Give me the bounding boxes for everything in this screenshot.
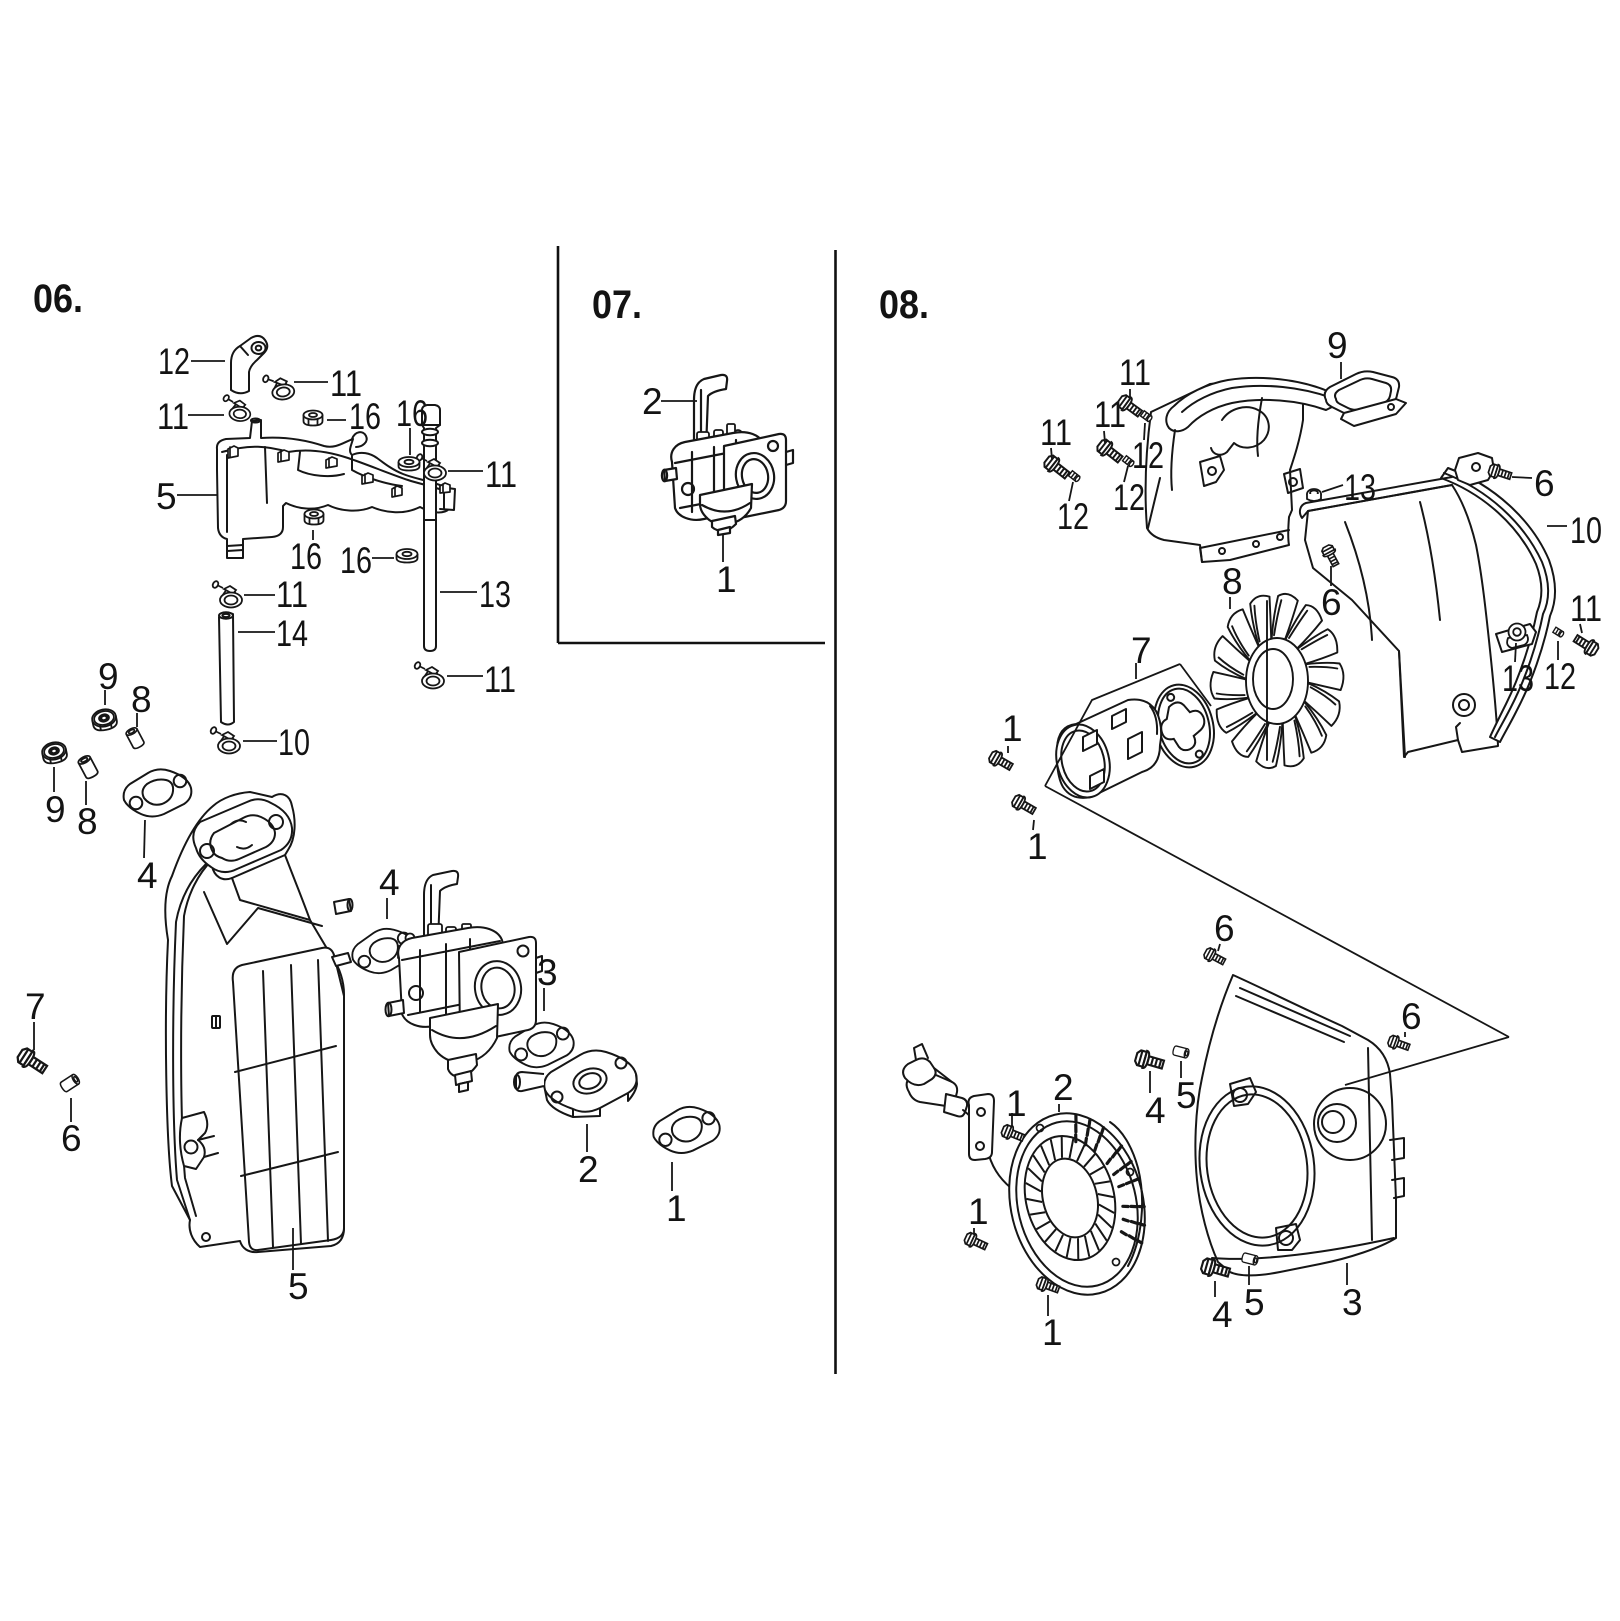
svg-text:1: 1 <box>716 559 737 600</box>
svg-text:11: 11 <box>484 659 516 700</box>
svg-text:8: 8 <box>77 801 98 842</box>
svg-text:10: 10 <box>1570 510 1602 551</box>
svg-text:3: 3 <box>537 952 558 993</box>
svg-text:6: 6 <box>61 1118 82 1159</box>
svg-text:7: 7 <box>25 986 46 1027</box>
svg-text:16: 16 <box>340 540 372 581</box>
svg-text:8: 8 <box>131 679 152 720</box>
svg-text:14: 14 <box>276 613 308 654</box>
svg-text:2: 2 <box>578 1149 599 1190</box>
svg-text:2: 2 <box>1053 1067 1074 1108</box>
svg-text:6: 6 <box>1534 463 1555 504</box>
svg-text:12: 12 <box>1544 656 1576 697</box>
svg-text:5: 5 <box>288 1266 309 1307</box>
svg-text:7: 7 <box>1131 630 1152 671</box>
svg-text:11: 11 <box>485 454 517 495</box>
svg-text:11: 11 <box>157 396 189 437</box>
svg-text:1: 1 <box>968 1191 989 1232</box>
svg-text:6: 6 <box>1321 582 1342 623</box>
svg-text:5: 5 <box>1176 1075 1197 1116</box>
svg-text:16: 16 <box>290 536 322 577</box>
svg-text:9: 9 <box>98 656 119 697</box>
svg-text:13: 13 <box>1502 658 1534 699</box>
svg-text:12: 12 <box>158 341 190 382</box>
svg-text:1: 1 <box>1042 1312 1063 1353</box>
svg-text:13: 13 <box>1344 467 1376 508</box>
svg-text:3: 3 <box>1342 1282 1363 1323</box>
svg-text:12: 12 <box>1113 477 1145 518</box>
svg-text:12: 12 <box>1057 496 1089 537</box>
svg-text:06.: 06. <box>33 277 83 321</box>
svg-text:2: 2 <box>642 381 663 422</box>
svg-text:1: 1 <box>1002 708 1023 749</box>
svg-text:9: 9 <box>45 789 66 830</box>
svg-text:10: 10 <box>278 722 310 763</box>
svg-text:11: 11 <box>1570 588 1602 629</box>
svg-text:12: 12 <box>1132 435 1164 476</box>
svg-text:13: 13 <box>479 574 511 615</box>
svg-text:4: 4 <box>1212 1294 1233 1335</box>
svg-text:5: 5 <box>1244 1282 1265 1323</box>
svg-text:6: 6 <box>1401 996 1422 1037</box>
svg-text:1: 1 <box>1027 826 1048 867</box>
svg-text:16: 16 <box>396 393 428 434</box>
svg-text:4: 4 <box>137 855 158 896</box>
svg-text:11: 11 <box>1094 394 1126 435</box>
svg-text:5: 5 <box>156 476 177 517</box>
svg-text:07.: 07. <box>592 283 642 327</box>
svg-text:4: 4 <box>379 862 400 903</box>
svg-text:11: 11 <box>1040 412 1072 453</box>
svg-text:08.: 08. <box>879 283 929 327</box>
svg-text:9: 9 <box>1327 325 1348 366</box>
svg-text:1: 1 <box>1006 1083 1027 1124</box>
svg-text:16: 16 <box>349 396 381 437</box>
svg-text:11: 11 <box>276 574 308 615</box>
svg-text:6: 6 <box>1214 908 1235 949</box>
svg-text:11: 11 <box>330 363 362 404</box>
svg-text:8: 8 <box>1222 561 1243 602</box>
svg-text:4: 4 <box>1145 1090 1166 1131</box>
svg-text:11: 11 <box>1119 352 1151 393</box>
svg-text:1: 1 <box>666 1188 687 1229</box>
